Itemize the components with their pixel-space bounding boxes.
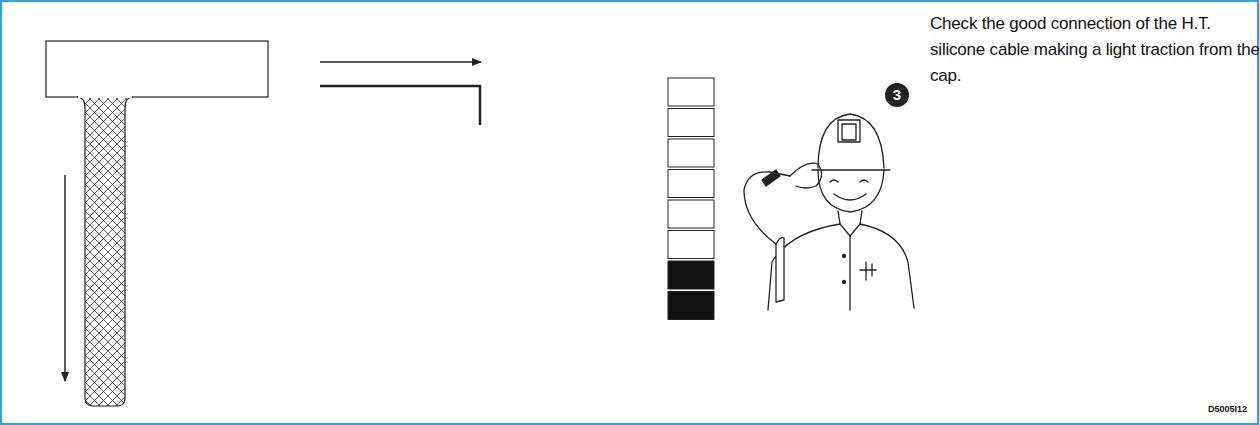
callout-number: 3: [885, 83, 909, 107]
direction-arrow: [320, 61, 481, 63]
gauge-cell: [668, 139, 714, 167]
instruction-note: Check the good connection of the H.T. si…: [930, 11, 1259, 89]
figure-code: D5005I12: [1208, 404, 1247, 415]
gauge-cell: [668, 200, 714, 228]
cable-join: [78, 96, 132, 98]
silicone-cable: [77, 97, 133, 406]
gauge-cell: [668, 78, 714, 106]
gauge-cell: [668, 292, 714, 320]
cap: [46, 41, 268, 97]
bracket-symbol: [320, 86, 480, 125]
traction-arrow: [64, 175, 66, 381]
gauge-cell: [668, 170, 714, 198]
operator-figure: [744, 114, 914, 310]
gauge-cell: [668, 261, 714, 289]
gauge-cell: [668, 109, 714, 137]
gauge-cell: [668, 231, 714, 259]
force-gauge: [668, 78, 714, 320]
